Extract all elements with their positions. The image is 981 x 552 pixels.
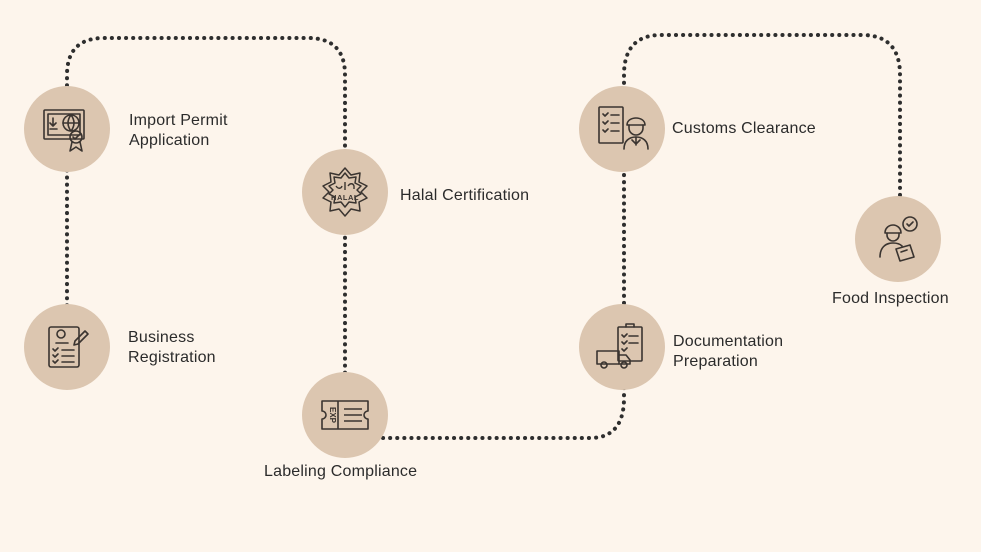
step-label-labeling-compliance: Labeling Compliance bbox=[264, 462, 417, 482]
step-node-labeling-compliance: EXP bbox=[302, 372, 388, 458]
step-label-line1: Documentation bbox=[673, 333, 784, 350]
halal-badge-icon: HALAL bbox=[322, 167, 368, 217]
step-label-line2: Preparation bbox=[673, 353, 758, 370]
step-label-line1: Labeling Compliance bbox=[264, 463, 418, 480]
step-node-import-permit-application bbox=[24, 86, 110, 172]
step-label-line1: Customs Clearance bbox=[672, 120, 816, 137]
step-label-line1: Food Inspection bbox=[832, 290, 949, 307]
step-label-documentation-preparation: Documentation Preparation bbox=[673, 332, 783, 372]
step-label-line2: Registration bbox=[128, 349, 216, 366]
step-label-line1: Halal Certification bbox=[400, 187, 530, 204]
step-label-import-permit-application: Import Permit Application bbox=[129, 111, 228, 151]
clipboard-checklist-icon bbox=[48, 326, 89, 368]
certificate-globe-icon bbox=[43, 109, 85, 152]
expiry-badge-text: EXP bbox=[328, 407, 337, 424]
step-node-business-registration bbox=[24, 304, 110, 390]
step-label-line1: Import Permit bbox=[129, 112, 228, 129]
step-node-customs-clearance bbox=[579, 86, 665, 172]
truck-clipboard-icon bbox=[596, 323, 643, 369]
halal-badge-text: HALAL bbox=[331, 193, 359, 202]
step-label-business-registration: Business Registration bbox=[128, 328, 216, 368]
step-label-line1: Business bbox=[128, 329, 195, 346]
step-node-halal-certification: HALAL bbox=[302, 149, 388, 235]
customs-officer-icon bbox=[598, 106, 649, 150]
step-node-documentation-preparation bbox=[579, 304, 665, 390]
step-label-line2: Application bbox=[129, 132, 210, 149]
step-label-food-inspection: Food Inspection bbox=[832, 289, 949, 309]
expiry-label-icon: EXP bbox=[321, 400, 369, 430]
step-node-food-inspection bbox=[855, 196, 941, 282]
step-label-customs-clearance: Customs Clearance bbox=[672, 119, 816, 139]
inspector-check-icon bbox=[879, 216, 918, 262]
step-label-halal-certification: Halal Certification bbox=[400, 186, 529, 206]
